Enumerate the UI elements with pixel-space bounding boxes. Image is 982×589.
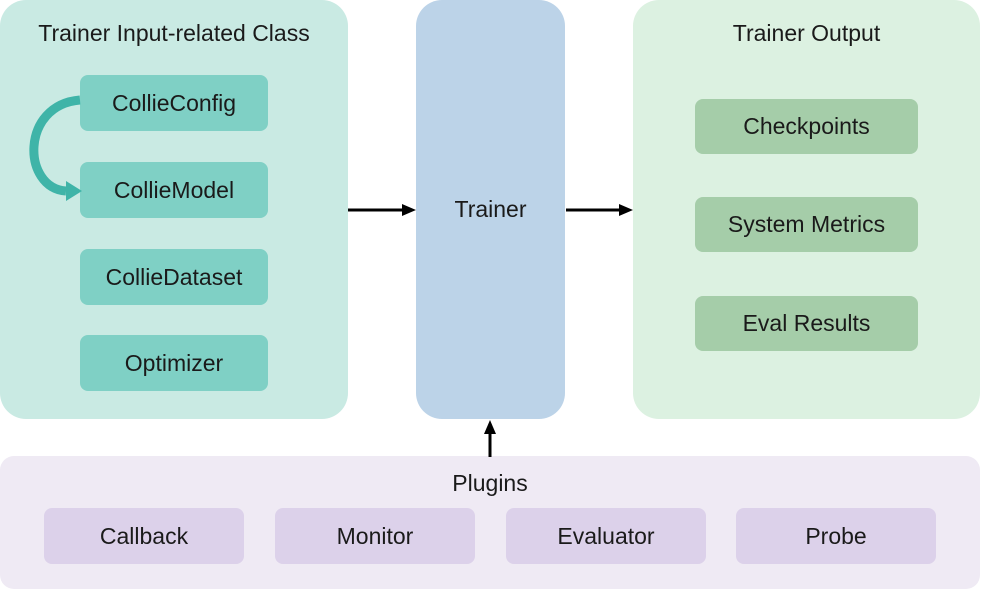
collie-model-box: CollieModel [80,162,268,218]
plugins-panel-title: Plugins [452,470,528,496]
optimizer-box: Optimizer [80,335,268,391]
trainer-output-panel: Trainer Output Checkpoints System Metric… [633,0,980,419]
collie-config-box: CollieConfig [80,75,268,131]
trainer-label: Trainer [454,196,527,222]
trainer-to-output-arrow [566,204,633,216]
monitor-box: Monitor [275,508,475,564]
input-class-panel: Trainer Input-related Class CollieConfig… [0,0,348,419]
eval-results-box: Eval Results [695,296,918,351]
trainer-box: Trainer [416,0,565,419]
evaluator-box: Evaluator [506,508,706,564]
system-metrics-box: System Metrics [695,197,918,252]
callback-box: Callback [44,508,244,564]
plugins-to-trainer-arrow [484,420,496,457]
input-to-trainer-arrow [348,204,416,216]
probe-box: Probe [736,508,936,564]
plugins-panel: Plugins Callback Monitor Evaluator Probe [0,456,980,589]
collie-dataset-box: CollieDataset [80,249,268,305]
checkpoints-box: Checkpoints [695,99,918,154]
input-panel-title: Trainer Input-related Class [38,20,310,46]
output-panel-title: Trainer Output [732,20,881,46]
